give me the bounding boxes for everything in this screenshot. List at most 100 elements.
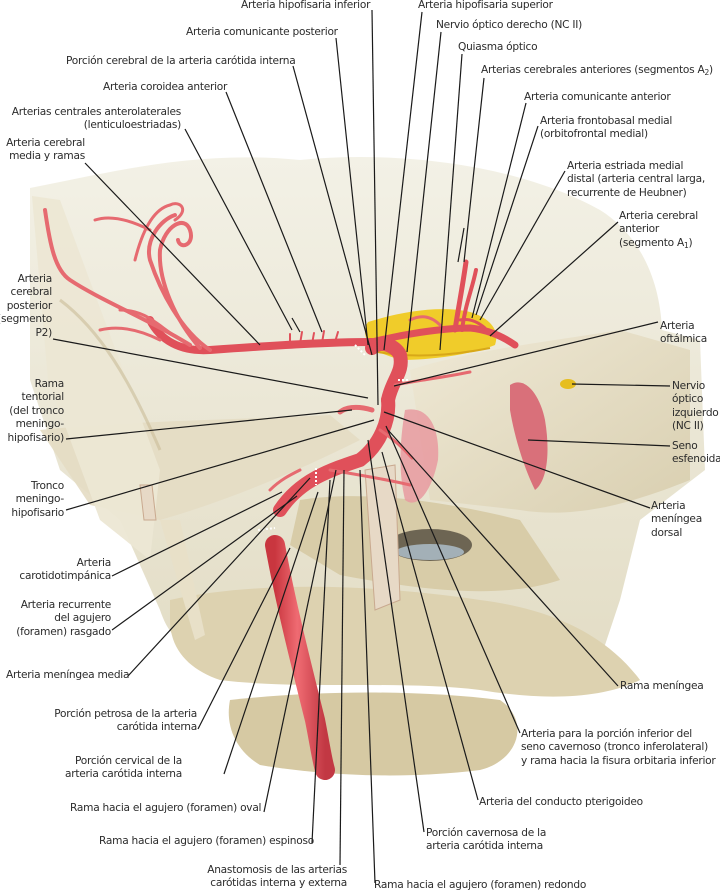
- acom: [458, 318, 487, 330]
- label-line: carotidotimpánica: [19, 570, 111, 583]
- label-line: arteria carótida interna: [426, 840, 543, 853]
- leader-cerebral-anterior-a1: [489, 221, 619, 337]
- leader-hipofisaria-superior: [383, 11, 423, 351]
- leader-espinoso: [311, 479, 331, 844]
- label-line: dorsal: [651, 526, 683, 539]
- leader-lines: [52, 9, 671, 884]
- label-line: (lenticuloestriadas): [83, 119, 181, 132]
- bone-mass: [30, 157, 705, 776]
- label-line: recurrente de Heubner): [567, 186, 687, 199]
- label-line: Seno: [672, 440, 698, 452]
- label-meningea-media: Arteria meníngea media: [6, 669, 130, 681]
- label-line: Arteria recurrente: [20, 599, 112, 611]
- label-coroidea-anterior: Arteria coroidea anterior: [103, 81, 228, 93]
- label-line: Porción cervical de la: [74, 755, 182, 767]
- label-line: esfenoidal: [672, 453, 720, 466]
- leader-redondo: [359, 469, 376, 884]
- leader-coroidea-anterior: [225, 91, 323, 333]
- leader-quiasma: [439, 53, 463, 351]
- mca-branch-3: [43, 208, 192, 347]
- anastomosis-markers: [257, 344, 408, 531]
- label-nervio-optico-derecho: Nervio óptico derecho (NC II): [436, 19, 583, 31]
- label-line: (NC II): [672, 420, 704, 433]
- tentorium: [32, 196, 160, 560]
- label-text: Arterias cerebrales anteriores (segmento…: [481, 64, 705, 76]
- leader-cervical: [223, 491, 319, 775]
- leader-cerebral-posterior: [52, 338, 369, 399]
- label-line: del agujero: [54, 612, 111, 625]
- label-line: arteria carótida interna: [65, 768, 182, 781]
- aca-a1: [368, 324, 519, 349]
- aca-a2-b: [460, 268, 478, 332]
- label-rama-redondo: Rama hacia el agujero (foramen) redondo: [374, 879, 587, 891]
- leader-rama-tentorial: [65, 409, 353, 440]
- styloid-process: [160, 520, 205, 640]
- leader-nervio-optico-derecho: [406, 31, 442, 353]
- label-line: (orbitofrontal medial): [540, 128, 648, 141]
- leader-meningea-dorsal: [383, 411, 651, 509]
- leader-fork-a2: [457, 227, 465, 263]
- label-comunicante-anterior: Arteria comunicante anterior: [524, 91, 671, 103]
- leader-pterigoideo: [381, 451, 479, 801]
- label-cerebrales-anteriores-a2: Arterias cerebrales anteriores (segmento…: [481, 64, 713, 77]
- label-conducto-pterigoideo: Arteria del conducto pterigoideo: [479, 796, 643, 808]
- label-line: meningo-: [15, 493, 65, 506]
- label-line: Arteria: [651, 500, 686, 512]
- heubner: [408, 315, 442, 327]
- label-line: hipofisario): [7, 431, 65, 444]
- label-line: carótidas interna y externa: [210, 877, 347, 890]
- cervical-ica: [265, 535, 335, 780]
- mca-trunk: [146, 316, 376, 355]
- leader-seno: [527, 439, 671, 447]
- mca-branch-6: [133, 202, 185, 262]
- label-subscript: 2: [704, 68, 710, 77]
- label-line: (foramen) rasgado: [16, 625, 111, 638]
- left-optic-nerve: [560, 379, 576, 389]
- arterial-tree: [43, 202, 519, 780]
- label-quiasma-optico: Quiasma óptico: [458, 41, 538, 53]
- label-line: distal (arteria central larga,: [567, 173, 706, 186]
- label-line: P2): [35, 326, 52, 339]
- label-text: ): [688, 236, 693, 249]
- temporal-shadow: [59, 298, 162, 451]
- leader-petrosa: [197, 547, 291, 730]
- leader-rama-meningea: [387, 429, 619, 687]
- label-rama-oval: Rama hacia el agujero (foramen) oval: [70, 802, 262, 814]
- pca-branch: [118, 308, 192, 347]
- label-centrales-anterolaterales: Arterias centrales anterolaterales(lenti…: [0, 106, 182, 133]
- leader-fork-lenticulo: [291, 317, 301, 333]
- label-line: anterior: [619, 223, 660, 236]
- leader-frontobasal: [475, 125, 539, 316]
- axis-vertebra: [228, 692, 518, 776]
- label-rama-espinoso: Rama hacia el agujero (foramen) espinoso: [99, 835, 314, 847]
- label-line: Arteria: [17, 273, 53, 285]
- label-line: Arteria frontobasal medial: [540, 115, 673, 127]
- label-line: oftálmica: [660, 333, 707, 346]
- label-line: seno cavernoso (tronco inferolateral): [521, 741, 709, 754]
- label-rama-meningea: Rama meníngea: [620, 680, 704, 692]
- label-line: meningo-: [15, 418, 65, 431]
- sphenoid-body: [410, 330, 690, 513]
- mca-branch-4: [98, 326, 162, 342]
- cavernous-ica: [365, 337, 408, 407]
- label-line: óptico: [672, 393, 704, 406]
- label-line: izquierdo: [672, 406, 719, 419]
- label-line: Arteria cerebral: [6, 137, 85, 149]
- label-line: hipofisario: [11, 506, 64, 519]
- label-line: Tronco: [30, 480, 64, 492]
- label-line: Anastomosis de las arterias: [207, 864, 347, 876]
- carotidotympanic: [268, 468, 302, 492]
- label-text: ): [709, 64, 713, 76]
